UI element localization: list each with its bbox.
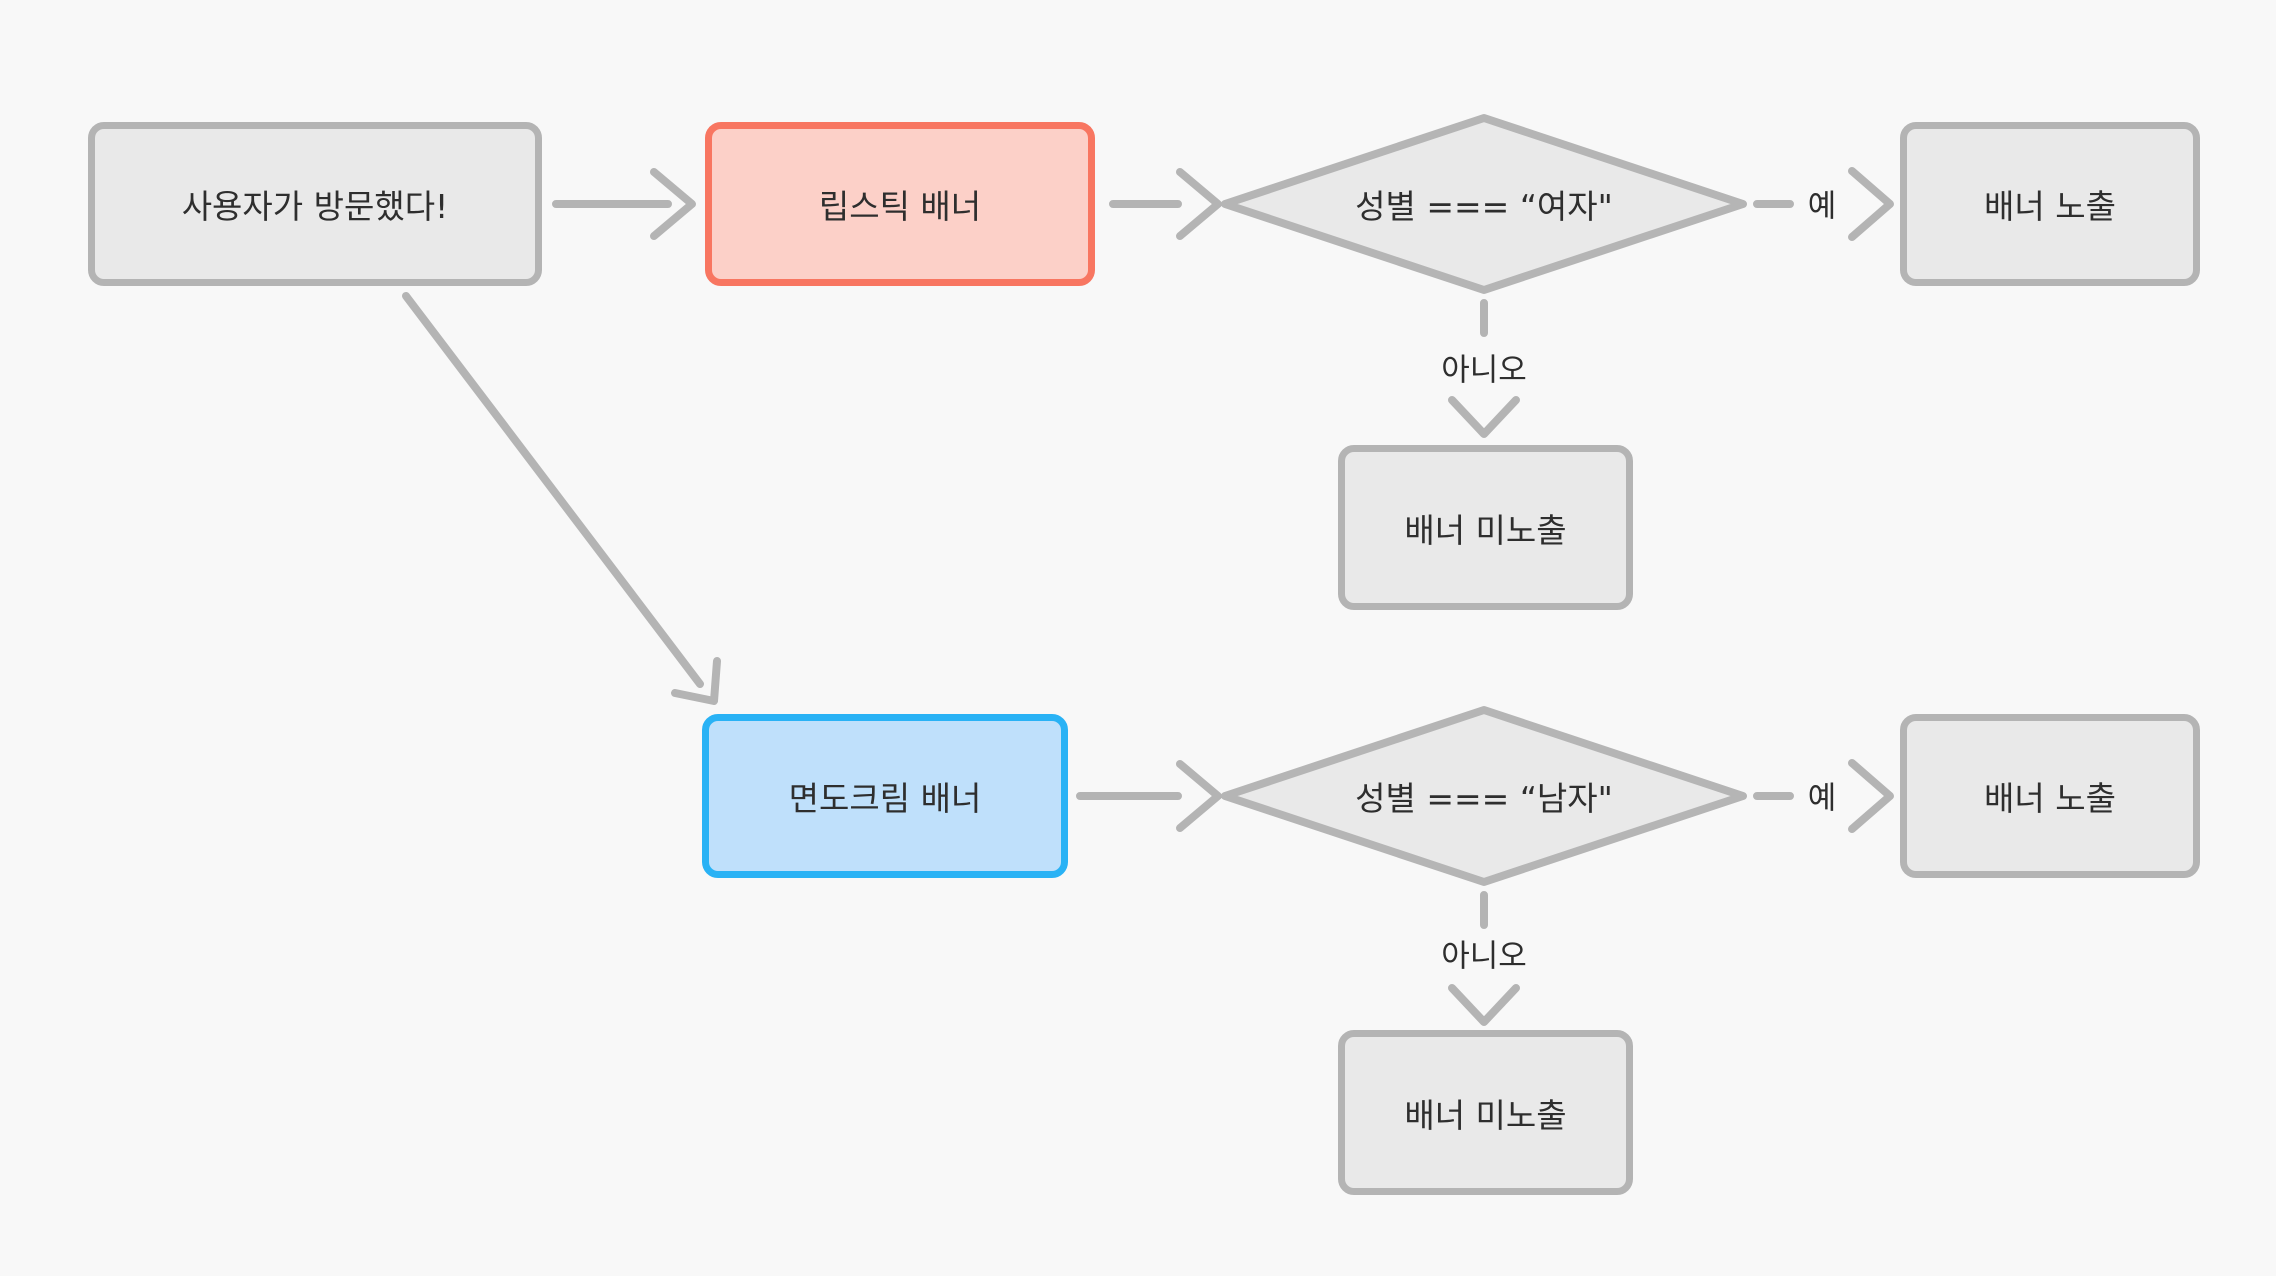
decision-female-label: 성별 === “여자" — [1355, 187, 1613, 226]
node-banner-hidden-top[interactable]: 배너 미노출 — [1338, 445, 1633, 610]
node-banner-hidden-top-label: 배너 미노출 — [1404, 510, 1567, 550]
node-banner-hidden-bottom[interactable]: 배너 미노출 — [1338, 1030, 1633, 1195]
edge-male-no-arrow[interactable] — [1448, 891, 1520, 1026]
node-banner-shown-top[interactable]: 배너 노출 — [1900, 122, 2200, 286]
node-lipstick-banner[interactable]: 립스틱 배너 — [705, 122, 1095, 286]
node-shaving-banner[interactable]: 면도크림 배너 — [702, 714, 1068, 878]
edge-female-yes-arrow[interactable] — [1753, 167, 1894, 241]
decision-male-label: 성별 === “남자" — [1355, 779, 1613, 818]
edge-start-to-lipstick-arrow[interactable] — [552, 168, 696, 240]
node-banner-shown-bottom[interactable]: 배너 노출 — [1900, 714, 2200, 878]
edge-female-no-arrow[interactable] — [1448, 299, 1520, 438]
edge-label-yes-bottom: 예 — [1807, 780, 1837, 817]
edge-start-to-shaving-arrow[interactable] — [402, 292, 721, 705]
node-shaving-banner-label: 면도크림 배너 — [788, 779, 982, 818]
node-user-visited-label: 사용자가 방문했다! — [181, 187, 449, 226]
edge-lipstick-to-female-check-arrow[interactable] — [1109, 168, 1222, 240]
edge-male-yes-arrow[interactable] — [1753, 759, 1894, 833]
decision-diamond-male[interactable] — [1221, 706, 1747, 886]
edge-shaving-to-male-check-arrow[interactable] — [1076, 760, 1222, 832]
node-banner-shown-top-label: 배너 노출 — [1984, 187, 2116, 226]
edge-label-yes-top: 예 — [1807, 188, 1837, 225]
node-user-visited[interactable]: 사용자가 방문했다! — [88, 122, 542, 286]
node-lipstick-banner-label: 립스틱 배너 — [818, 187, 982, 226]
edge-label-no-top: 아니오 — [1441, 352, 1527, 389]
edge-label-no-bottom: 아니오 — [1441, 938, 1527, 975]
decision-diamond-female[interactable] — [1221, 114, 1747, 294]
node-banner-shown-bottom-label: 배너 노출 — [1984, 779, 2116, 818]
node-banner-hidden-bottom-label: 배너 미노출 — [1404, 1095, 1567, 1135]
